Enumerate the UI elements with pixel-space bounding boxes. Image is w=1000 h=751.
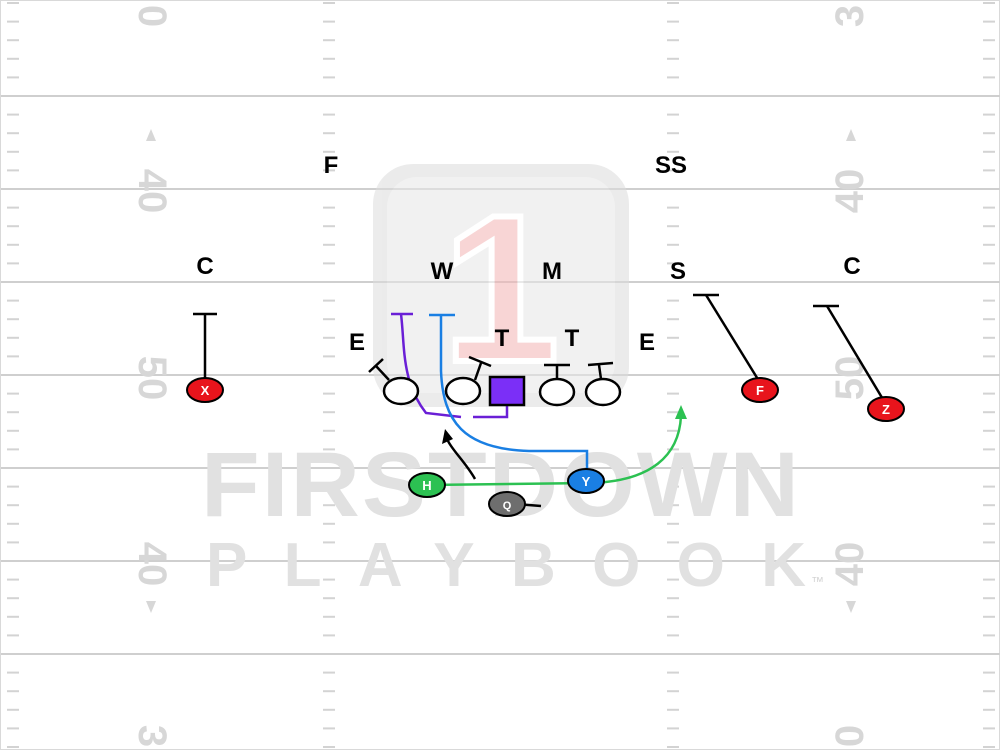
arrow-marker	[846, 129, 856, 141]
right-tackle	[584, 377, 622, 407]
hash-marks	[7, 2, 995, 748]
black-route	[446, 440, 477, 480]
arrow-marker	[146, 601, 156, 613]
yard-number-40-upper-right: 40	[828, 169, 872, 214]
watermark-trademark: ™	[811, 574, 824, 589]
defender-corner-right[interactable]: C	[843, 253, 860, 280]
f-route	[704, 294, 761, 382]
player-f-label: F	[756, 383, 764, 398]
yard-number-50-right: 50	[828, 356, 872, 401]
defender-tackle-left[interactable]: T	[495, 325, 510, 352]
yard-number-bottom-right: 0	[828, 725, 872, 747]
player-h[interactable]: H	[408, 472, 446, 498]
yard-number-top-right: 3	[828, 5, 872, 27]
yard-number-top-left: 0	[130, 5, 174, 27]
yard-number-40-lower-left: 40	[130, 542, 174, 587]
lineman-block-cap	[587, 361, 614, 367]
defender-will[interactable]: W	[431, 258, 454, 285]
left-tackle	[382, 376, 420, 406]
player-x-label: X	[201, 383, 210, 398]
yard-number-40-lower-right: 40	[828, 542, 872, 587]
player-f[interactable]: F	[741, 377, 779, 403]
z-route	[825, 305, 886, 402]
yard-numbers-right: 3 40 50 40 0	[828, 5, 872, 747]
offensive-line	[368, 355, 622, 407]
lineman-block	[473, 362, 483, 381]
defender-sam[interactable]: S	[670, 258, 686, 285]
watermark-playbook: PLAYBOOK	[206, 531, 806, 600]
defender-tackle-right[interactable]: T	[565, 325, 580, 352]
left-guard	[444, 376, 482, 406]
green-route-arrow	[675, 405, 687, 419]
defender-corner-left[interactable]: C	[196, 253, 213, 280]
yard-number-bottom-left: 3	[130, 725, 174, 747]
defense-labels: F SS C C W M S E E T T	[196, 152, 860, 356]
black-route-arrow	[442, 429, 453, 444]
player-z[interactable]: Z	[867, 396, 905, 422]
player-q-label: Q	[503, 500, 512, 512]
purple-route-center	[473, 401, 509, 419]
player-q[interactable]: Q	[488, 491, 526, 517]
purple-route	[399, 313, 462, 419]
lineman-block-cap	[368, 358, 384, 373]
watermark-logo: 1	[373, 164, 629, 409]
yard-number-40-upper-left: 40	[130, 169, 174, 214]
watermark-logo-glyph: 1	[443, 171, 560, 406]
defender-end-left[interactable]: E	[349, 329, 365, 356]
yard-numbers-left: 0 40 50 40 3	[130, 5, 174, 747]
player-y-label: Y	[582, 474, 591, 489]
right-guard	[538, 377, 576, 407]
player-h-label: H	[422, 478, 431, 493]
lineman-block-cap	[468, 355, 492, 368]
player-x[interactable]: X	[186, 377, 224, 403]
yard-number-50-left: 50	[130, 356, 174, 401]
lineman-block	[375, 365, 390, 381]
player-z-label: Z	[882, 402, 890, 417]
lineman-block	[597, 364, 603, 380]
defender-end-right[interactable]: E	[639, 329, 655, 356]
arrow-marker	[146, 129, 156, 141]
blue-route	[439, 315, 589, 481]
player-y[interactable]: Y	[567, 468, 605, 494]
defender-free-safety[interactable]: F	[324, 152, 339, 179]
arrow-marker	[846, 601, 856, 613]
defender-mike[interactable]: M	[542, 258, 562, 285]
defender-strong-safety[interactable]: SS	[655, 152, 687, 179]
center	[488, 375, 526, 407]
